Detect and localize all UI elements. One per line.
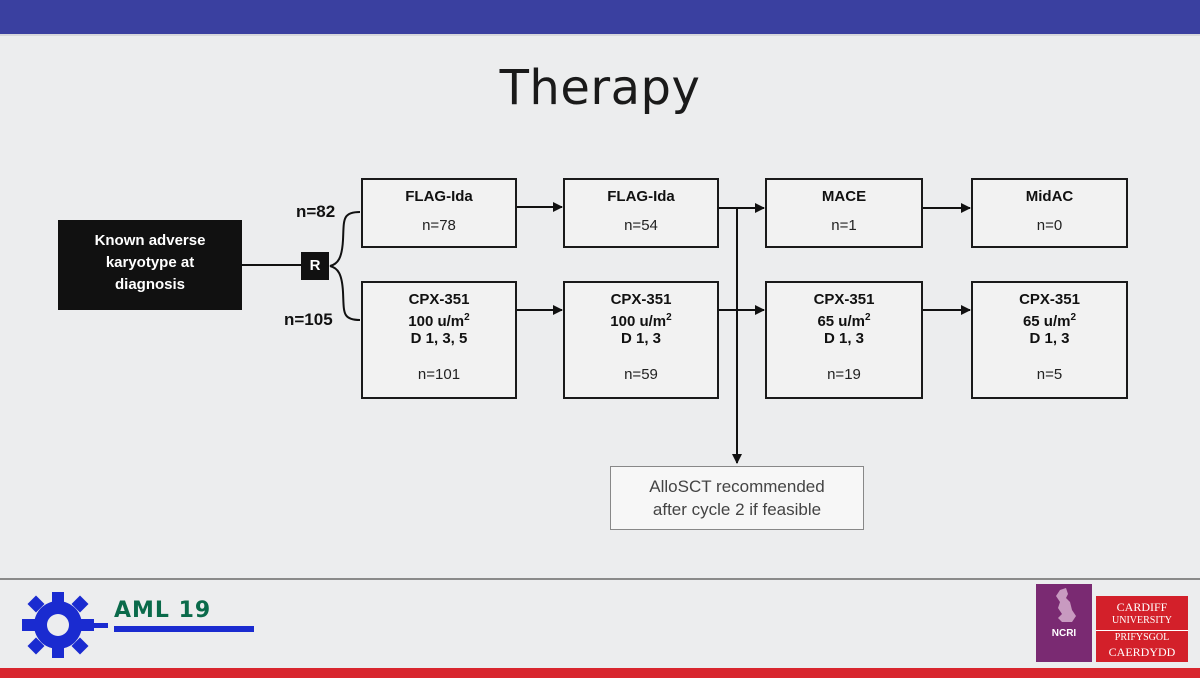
mace-box-name: MACE	[821, 188, 867, 205]
bottom-arm-count: n=105	[284, 310, 333, 329]
aml19-logo-text: AML 19	[114, 598, 212, 623]
cpx-box-1-dose: 100 u/m2	[408, 312, 470, 330]
midac-box-count: n=0	[1036, 217, 1063, 234]
cpx-box-1: CPX-351 100 u/m2 D 1, 3, 5 n=101	[361, 281, 517, 399]
header-bar	[0, 0, 1200, 34]
cardiff-university-logo: CARDIFF UNIVERSITY PRIFYSGOL CAERDYDD	[1096, 596, 1188, 662]
cardiff-line-4: CAERDYDD	[1108, 645, 1176, 659]
cpx-box-3-dose: 65 u/m2	[817, 312, 871, 330]
ncri-logo: NCRI	[1036, 584, 1092, 662]
randomisation-brace	[329, 211, 361, 321]
flag-box-1-name: FLAG-Ida	[405, 188, 473, 205]
cpx-box-3-days: D 1, 3	[823, 330, 865, 347]
cpx-box-3-count: n=19	[827, 366, 861, 383]
cardiff-line-1: CARDIFF	[1116, 600, 1168, 614]
cpx-box-2: CPX-351 100 u/m2 D 1, 3 n=59	[563, 281, 719, 399]
allosct-recommendation-box: AlloSCT recommended after cycle 2 if fea…	[610, 466, 864, 530]
uk-map-icon	[1056, 588, 1076, 622]
cpx-box-4-name: CPX-351	[1019, 291, 1080, 308]
cpx-box-4-dose: 65 u/m2	[1022, 312, 1077, 330]
mace-box: MACE n=1	[765, 178, 923, 248]
cpx-box-1-days: D 1, 3, 5	[410, 330, 468, 347]
start-box-line-1: Known adverse	[94, 232, 206, 249]
cpx-box-2-dose: 100 u/m2	[610, 312, 672, 330]
flag-box-1-count: n=78	[422, 217, 456, 234]
start-box-line-2: karyotype at	[105, 254, 195, 271]
allosct-line-1: AlloSCT recommended	[649, 477, 825, 496]
cpx-box-3: CPX-351 65 u/m2 D 1, 3 n=19	[765, 281, 923, 399]
cpx-box-2-name: CPX-351	[610, 291, 672, 308]
cardiff-line-3: PRIFYSGOL	[1096, 630, 1188, 645]
cpx-box-4-days: D 1, 3	[1029, 330, 1070, 347]
flag-box-2-name: FLAG-Ida	[607, 188, 675, 205]
page-title: Therapy	[499, 60, 701, 116]
cpx-box-4-count: n=5	[1036, 366, 1063, 383]
gear-logo-icon	[22, 592, 108, 658]
allosct-line-2: after cycle 2 if feasible	[652, 500, 822, 519]
flag-box-1: FLAG-Ida n=78	[361, 178, 517, 248]
cpx-box-3-name: CPX-351	[813, 291, 875, 308]
top-arm-count: n=82	[296, 202, 336, 221]
cpx-box-1-name: CPX-351	[408, 291, 470, 308]
flag-box-2-count: n=54	[624, 217, 658, 234]
footer-divider	[0, 578, 1200, 580]
cpx-box-2-days: D 1, 3	[620, 330, 662, 347]
mace-box-count: n=1	[831, 217, 857, 234]
start-box: Known adverse karyotype at diagnosis	[58, 220, 242, 310]
start-box-line-3: diagnosis	[114, 276, 185, 293]
midac-box: MidAC n=0	[971, 178, 1128, 248]
aml19-logo-bar	[114, 626, 254, 632]
randomisation-node: R	[301, 252, 329, 280]
cardiff-line-2: UNIVERSITY	[1112, 615, 1172, 626]
flag-box-2: FLAG-Ida n=54	[563, 178, 719, 248]
ncri-label: NCRI	[1051, 628, 1077, 639]
header-divider	[0, 34, 1200, 36]
cpx-box-1-count: n=101	[417, 366, 461, 383]
cpx-box-4: CPX-351 65 u/m2 D 1, 3 n=5	[971, 281, 1128, 399]
cpx-box-2-count: n=59	[624, 366, 658, 383]
midac-box-name: MidAC	[1025, 188, 1074, 205]
footer-bar	[0, 668, 1200, 678]
